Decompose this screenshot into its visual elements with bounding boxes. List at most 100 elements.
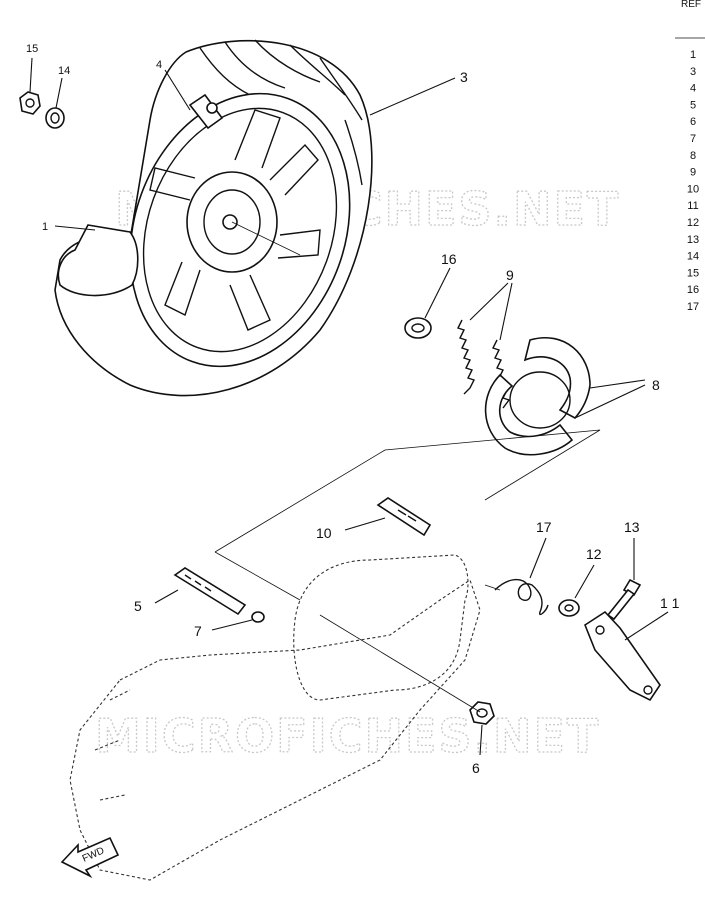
callout-16: 16 [441, 251, 457, 267]
shaft-body [376, 497, 432, 537]
leader-8a [589, 379, 646, 389]
callout-6: 6 [472, 760, 480, 776]
bolt-shank [606, 588, 636, 621]
guide-line [484, 584, 501, 591]
ref-number: 5 [690, 99, 696, 111]
part-6-nut [469, 701, 495, 725]
arm-end-hole [643, 685, 653, 695]
callout-17: 17 [536, 519, 552, 535]
leader-6 [479, 724, 483, 756]
part-15-nut [19, 91, 41, 115]
washer-hole [411, 323, 425, 333]
callout-5: 5 [134, 598, 142, 614]
rim-inner [142, 107, 338, 353]
valve-cap [206, 102, 218, 114]
shoe-inner-arc [509, 371, 571, 429]
leader-12 [574, 564, 595, 599]
part-16-washer [404, 317, 432, 339]
guide-line [231, 221, 301, 256]
brake-shoe-lower [484, 373, 574, 456]
guide-line [214, 551, 301, 601]
washer-hole [564, 604, 574, 612]
washer-shape [404, 317, 432, 339]
ref-number: 7 [690, 133, 696, 145]
fwd-arrow: FWD [60, 836, 120, 879]
wheel-spoke [269, 143, 319, 196]
watermark-bottom: MICROFICHES.NET [95, 709, 600, 763]
guide-line [319, 614, 481, 713]
ref-number: 11 [687, 200, 698, 212]
ref-number: 17 [687, 301, 699, 313]
washer-hole [50, 112, 60, 124]
nut-hole [476, 708, 488, 718]
nut-hole [25, 98, 35, 108]
ref-number: 14 [687, 251, 699, 263]
leader-3 [369, 77, 456, 116]
part-10-shaft [376, 497, 432, 537]
rear-wheel-assembly [54, 39, 373, 397]
nut-shape [19, 91, 41, 115]
leader-9b [499, 282, 513, 341]
part-13-bolt [606, 578, 642, 621]
leader-9a [469, 282, 509, 321]
hub-inner-ring [203, 189, 261, 255]
wheel-spoke [234, 109, 281, 169]
ref-number: 12 [687, 217, 699, 229]
ref-number: 9 [690, 167, 696, 179]
tread-groove [199, 47, 251, 96]
part-5-shaft [173, 567, 247, 616]
leader-11 [624, 611, 669, 641]
wheel-spoke [277, 229, 321, 259]
leader-8b [574, 384, 646, 419]
callout-7: 7 [194, 623, 202, 639]
leader-lines [29, 57, 669, 756]
wheel-spoke [229, 274, 271, 331]
ref-number: 3 [690, 66, 696, 78]
leader-5 [154, 589, 179, 604]
tread-groove [224, 41, 286, 89]
callout-12: 12 [586, 546, 602, 562]
crankcase-outline [69, 554, 481, 881]
washer-shape [45, 107, 65, 129]
callout-8: 8 [652, 377, 660, 393]
nut-shape [469, 701, 495, 725]
wheel-spoke [149, 167, 196, 201]
shaft-splines [397, 509, 417, 522]
leader-10 [344, 517, 386, 531]
part-12-washer [558, 599, 580, 617]
tread-groove [319, 57, 363, 121]
ref-number: 1 [690, 49, 696, 61]
shaft-splines [184, 574, 212, 592]
part-7-o-ring [251, 611, 265, 623]
part-4-valve [188, 93, 224, 130]
case-drum [293, 554, 469, 701]
spring-a [457, 319, 475, 395]
part-11-brake-arm [584, 610, 661, 702]
tread-groove [254, 39, 321, 83]
ref-number: 15 [687, 267, 699, 279]
callout-13: 13 [624, 519, 640, 535]
callout-11: 1 1 [660, 595, 680, 611]
tread-groove [344, 119, 363, 186]
assembly-guide-lines [214, 221, 601, 713]
fwd-arrow-shape [60, 836, 120, 879]
washer-shape [558, 599, 580, 617]
callout-14: 14 [58, 65, 70, 77]
leader-1 [54, 225, 96, 231]
part-17-return-spring [494, 578, 549, 616]
case-body [69, 579, 481, 881]
ref-header: REF [681, 0, 701, 10]
callout-9: 9 [506, 267, 514, 283]
part-1-tire-section [57, 224, 139, 297]
callout-labels: 15 14 4 3 1 16 9 8 10 5 7 6 17 12 13 1 1 [26, 43, 680, 776]
leader-17 [529, 537, 547, 579]
ref-number: 13 [687, 234, 699, 246]
ref-number: 8 [690, 150, 696, 162]
callout-4: 4 [156, 59, 162, 71]
callout-1: 1 [42, 221, 48, 233]
tread-groove [289, 44, 346, 96]
leader-16 [424, 267, 451, 319]
hub-axle-hole [222, 214, 238, 230]
